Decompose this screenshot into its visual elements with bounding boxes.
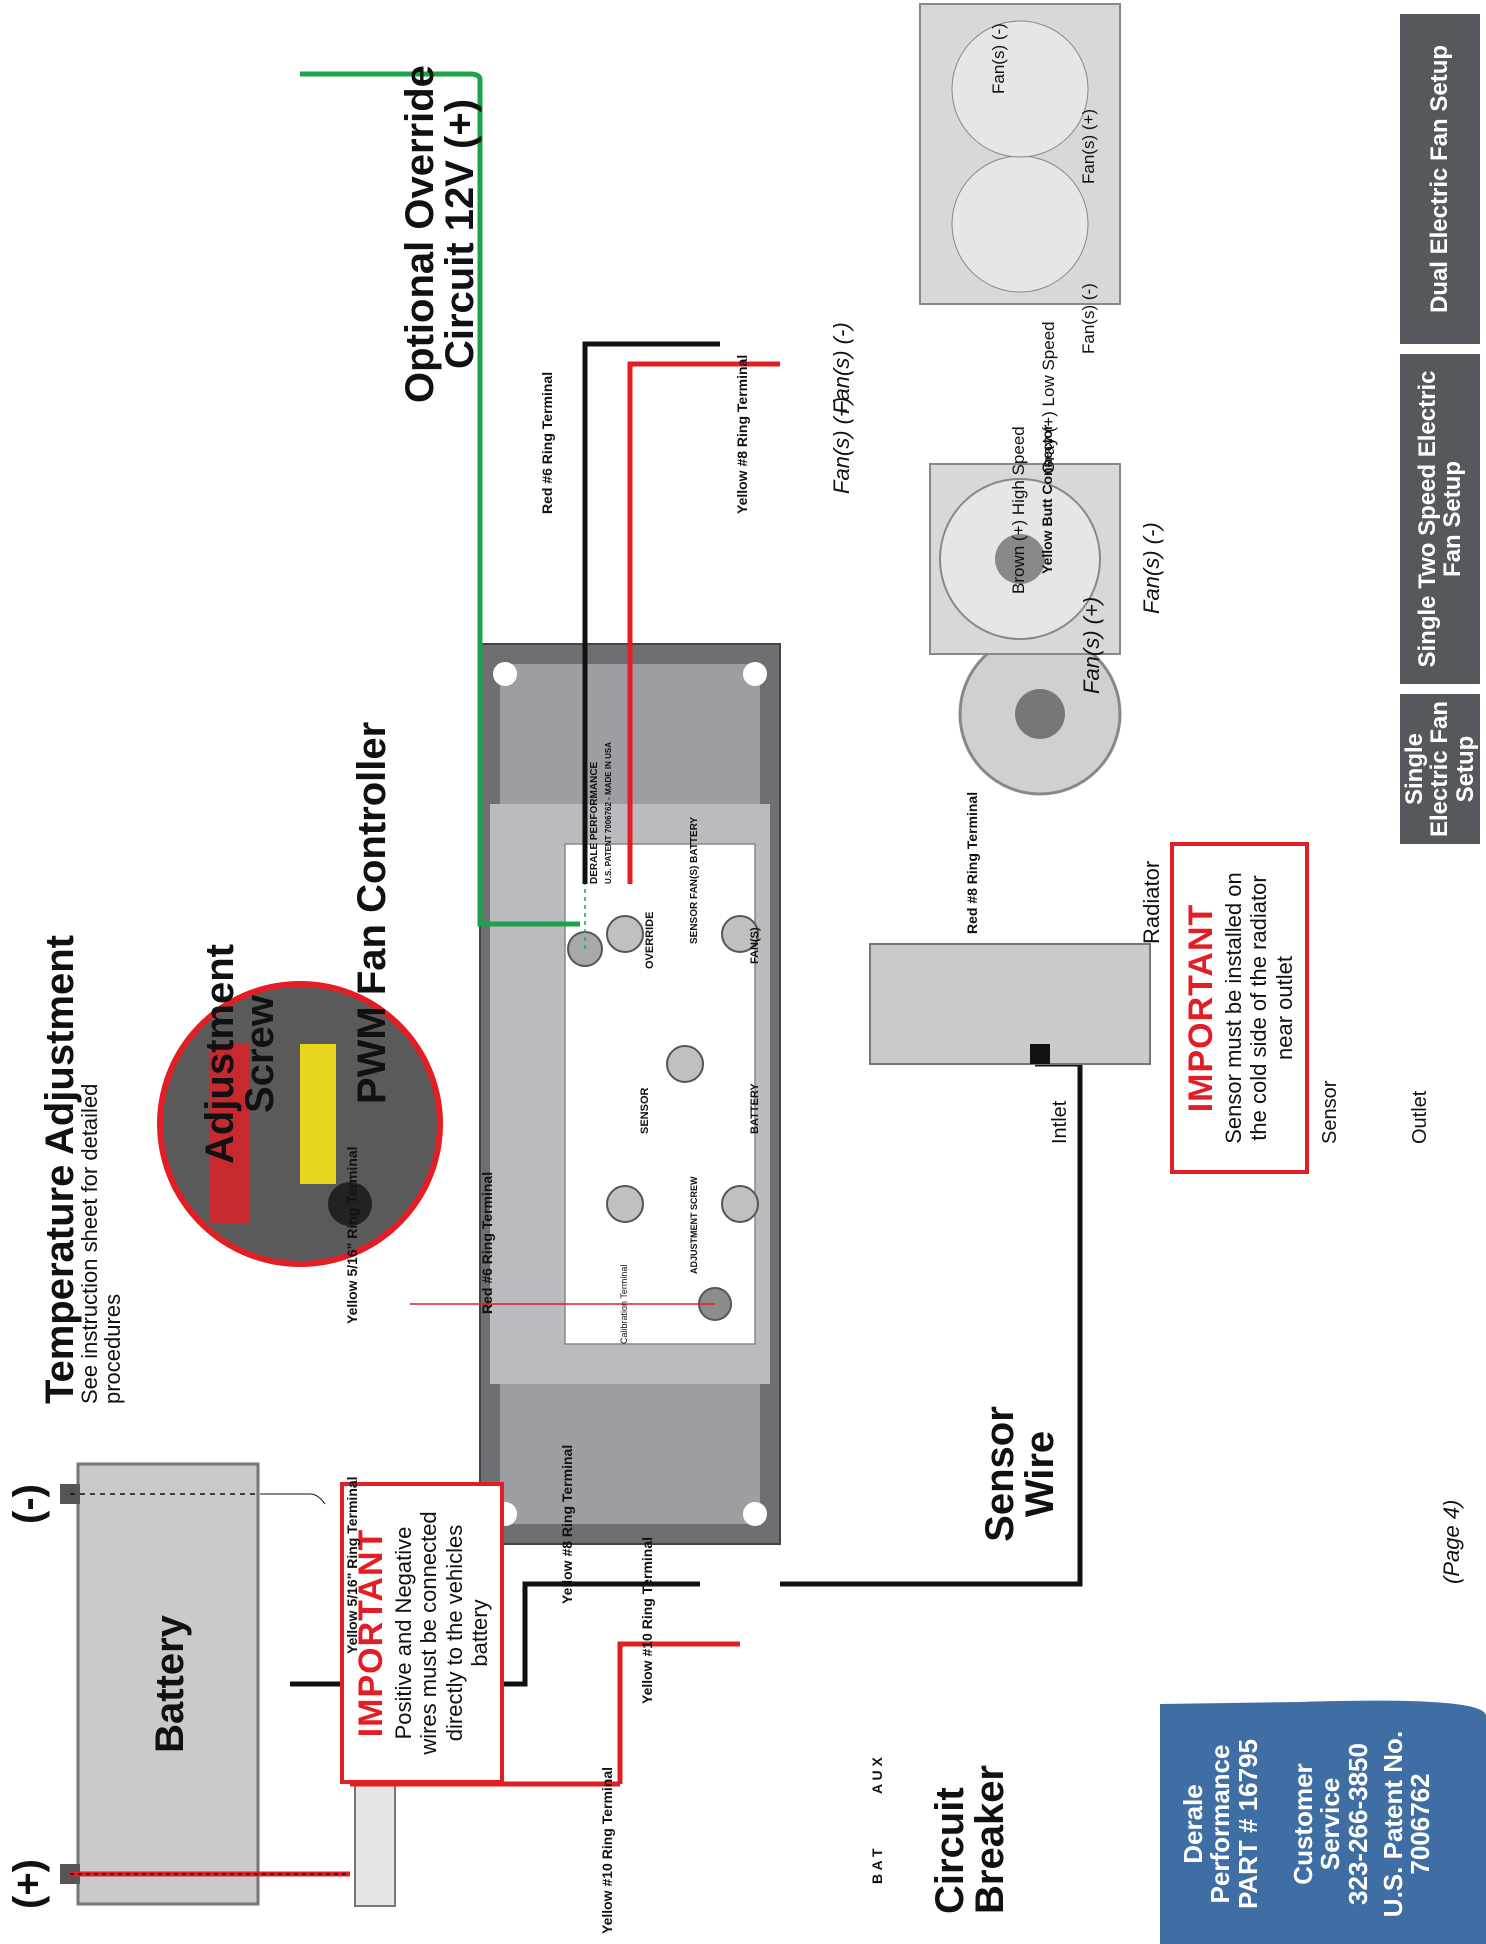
controller-override: OVERRIDE xyxy=(644,911,656,969)
mount-hole xyxy=(743,662,767,686)
battery-pos-symbol: (+) xyxy=(6,1859,50,1909)
footer-patent-no: 7006762 xyxy=(1405,1773,1436,1875)
radiator-body xyxy=(869,943,1151,1065)
controller-label-panel xyxy=(564,843,756,1345)
footer-phone: 323-266-3850 xyxy=(1342,1743,1373,1905)
controller-battery: BATTERY xyxy=(749,1083,761,1134)
breaker-bat: B A T xyxy=(869,1848,885,1884)
controller-brand: DERALE PERFORMANCE xyxy=(589,761,600,884)
term-yellow8-top: Yellow #8 Ring Terminal xyxy=(734,354,750,514)
breaker-to-ctrl-wire-2 xyxy=(617,1641,740,1784)
brown-high-label: Brown (+) High Speed xyxy=(1009,426,1028,594)
sensor-wire-label: Sensor Wire xyxy=(978,1406,1062,1542)
tag-single: Single Electric Fan Setup xyxy=(1400,694,1480,844)
important-sensor-box: IMPORTANT Sensor must be installed on th… xyxy=(1170,842,1309,1174)
radiator-sensor xyxy=(1030,1044,1050,1064)
controller-patent: U.S. PATENT 7006762 - MADE IN USA xyxy=(604,742,613,884)
mount-hole xyxy=(743,1502,767,1526)
mount-hole xyxy=(493,662,517,686)
term-yellow10-a: Yellow #10 Ring Terminal xyxy=(599,1766,615,1934)
battery-body xyxy=(76,1462,260,1906)
dual-pos-label: Fan(s) (+) xyxy=(1079,108,1098,184)
important-sensor-head: IMPORTANT xyxy=(1182,903,1220,1113)
controller-neg-group: SENSOR FAN(S) BATTERY xyxy=(689,816,700,944)
sensor-label: Sensor xyxy=(1319,1080,1341,1144)
term-yellow8-low: Yellow #8 Ring Terminal xyxy=(559,1444,575,1604)
tag-two-speed: Single Two Speed Electric Fan Setup xyxy=(1400,354,1480,684)
single-fan-neg-label: Fan(s) (-) xyxy=(1139,522,1164,614)
important-sensor-text: Sensor must be installed on the cold sid… xyxy=(1221,872,1297,1144)
single-fan-pos-label: Fan(s) (+) xyxy=(1079,596,1104,694)
breaker-aux: A U X xyxy=(869,1757,885,1794)
important-battery-box: IMPORTANT Positive and Negative wires mu… xyxy=(340,1482,505,1784)
controller-adjustment: ADJUSTMENT SCREW xyxy=(689,1176,699,1274)
two-speed-neg-label: Fan(s) (-) xyxy=(1079,283,1098,354)
fan-pos-wire xyxy=(627,361,780,884)
controller-calibration: Calibration Terminal xyxy=(619,1264,629,1344)
page-number: (Page 4) xyxy=(1439,1499,1464,1584)
temperature-note: See instruction sheet for detailed proce… xyxy=(77,1083,126,1404)
controller-studs xyxy=(606,915,759,1223)
gray-low-label: Gray (+) Low Speed xyxy=(1039,321,1058,474)
circuit-breaker-label: Circuit Breaker xyxy=(928,1764,1012,1914)
outlet-label: Outlet xyxy=(1409,1090,1431,1144)
footer-company-name: Derale Performance xyxy=(1178,1744,1236,1904)
footer-service-label: Customer Service xyxy=(1288,1763,1346,1885)
footer-patent-label: U.S. Patent No. xyxy=(1378,1730,1408,1918)
adjustment-screw-label: Adjustment Screw xyxy=(198,944,282,1164)
footer-part: PART # 16795 xyxy=(1232,1738,1263,1910)
term-yellow516-neg: Yellow 5/16" Ring Terminal xyxy=(344,1146,360,1324)
fan-neg-wire xyxy=(582,341,720,884)
temperature-title: Temperature Adjustment xyxy=(38,935,82,1404)
term-red8: Red #8 Ring Terminal xyxy=(964,791,980,934)
fan-pos-label: Fan(s) (+) xyxy=(829,396,854,494)
controller-title: PWM Fan Controller xyxy=(350,721,394,1104)
footer-patent: U.S. Patent No. 7006762 xyxy=(1378,1714,1436,1934)
battery-label: Battery xyxy=(148,1615,192,1753)
term-red6-low: Red #6 Ring Terminal xyxy=(479,1171,495,1314)
inlet-label: Intlet xyxy=(1049,1100,1071,1144)
radiator-label: Radiator xyxy=(1139,860,1164,944)
footer-service: Customer Service 323-266-3850 xyxy=(1288,1714,1373,1934)
term-yellow10-b: Yellow #10 Ring Terminal xyxy=(639,1536,655,1704)
footer-panel xyxy=(1160,1700,1486,1944)
tag-dual: Dual Electric Fan Setup xyxy=(1400,14,1480,344)
battery-neg-symbol: (-) xyxy=(6,1484,50,1524)
circuit-breaker-body xyxy=(354,1775,396,1907)
term-yellow516-pos: Yellow 5/16" Ring Terminal xyxy=(344,1476,360,1654)
important-battery-text: Positive and Negative wires must be conn… xyxy=(391,1511,492,1755)
controller-fans: FAN(S) xyxy=(749,927,761,964)
controller-sensor: SENSOR xyxy=(639,1087,651,1134)
override-title: Optional Override Circuit 12V (+) xyxy=(398,65,482,403)
footer-company: Derale Performance PART # 16795 xyxy=(1178,1714,1263,1934)
dual-neg-label: Fan(s) (-) xyxy=(989,23,1008,94)
override-wire xyxy=(300,71,580,927)
term-red6-top: Red #6 Ring Terminal xyxy=(539,371,555,514)
